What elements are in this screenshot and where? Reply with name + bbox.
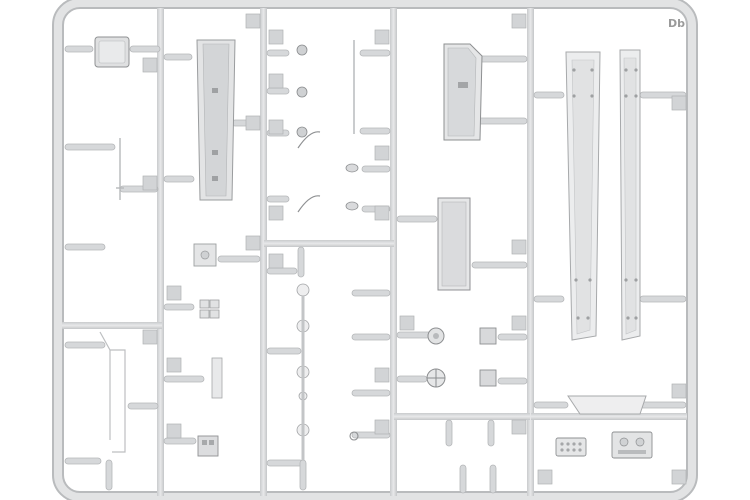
part-dial-plate xyxy=(611,431,653,459)
part-small-nuts xyxy=(296,44,308,138)
part-hook-small xyxy=(349,431,359,441)
part-small-blocks xyxy=(479,327,497,387)
part-curved-clips xyxy=(297,131,321,213)
part-hull-mid-plate xyxy=(437,197,471,291)
part-round-wheel xyxy=(427,327,445,345)
part-small-bracket-cluster xyxy=(199,299,220,319)
part-spoked-wheel xyxy=(426,368,446,388)
gate-runners xyxy=(64,45,687,467)
part-guard-rivets xyxy=(572,68,638,320)
part-long-channel xyxy=(196,39,236,201)
gate-stubs-vertical xyxy=(105,246,497,494)
part-skid-plate xyxy=(567,395,647,415)
part-long-track-guard-right xyxy=(619,49,641,341)
sprue-corner-label: Db xyxy=(668,17,685,30)
part-wingnuts xyxy=(345,163,359,211)
sprue-vertical-rails xyxy=(157,8,534,496)
part-bracket-wire xyxy=(99,331,126,453)
part-hull-front-plate xyxy=(443,43,483,141)
part-rivet-grid-plate xyxy=(555,437,587,457)
part-long-track-guard-left xyxy=(565,51,601,341)
part-number-tabs xyxy=(142,13,687,485)
part-small-box xyxy=(197,435,219,457)
part-narrow-plate xyxy=(211,357,223,399)
part-thin-rod-upper xyxy=(116,138,124,200)
sprue-frame xyxy=(52,0,698,500)
part-square-plate xyxy=(94,36,130,68)
part-small-housing xyxy=(193,243,217,267)
sprue-horizontal-rails xyxy=(62,240,687,420)
